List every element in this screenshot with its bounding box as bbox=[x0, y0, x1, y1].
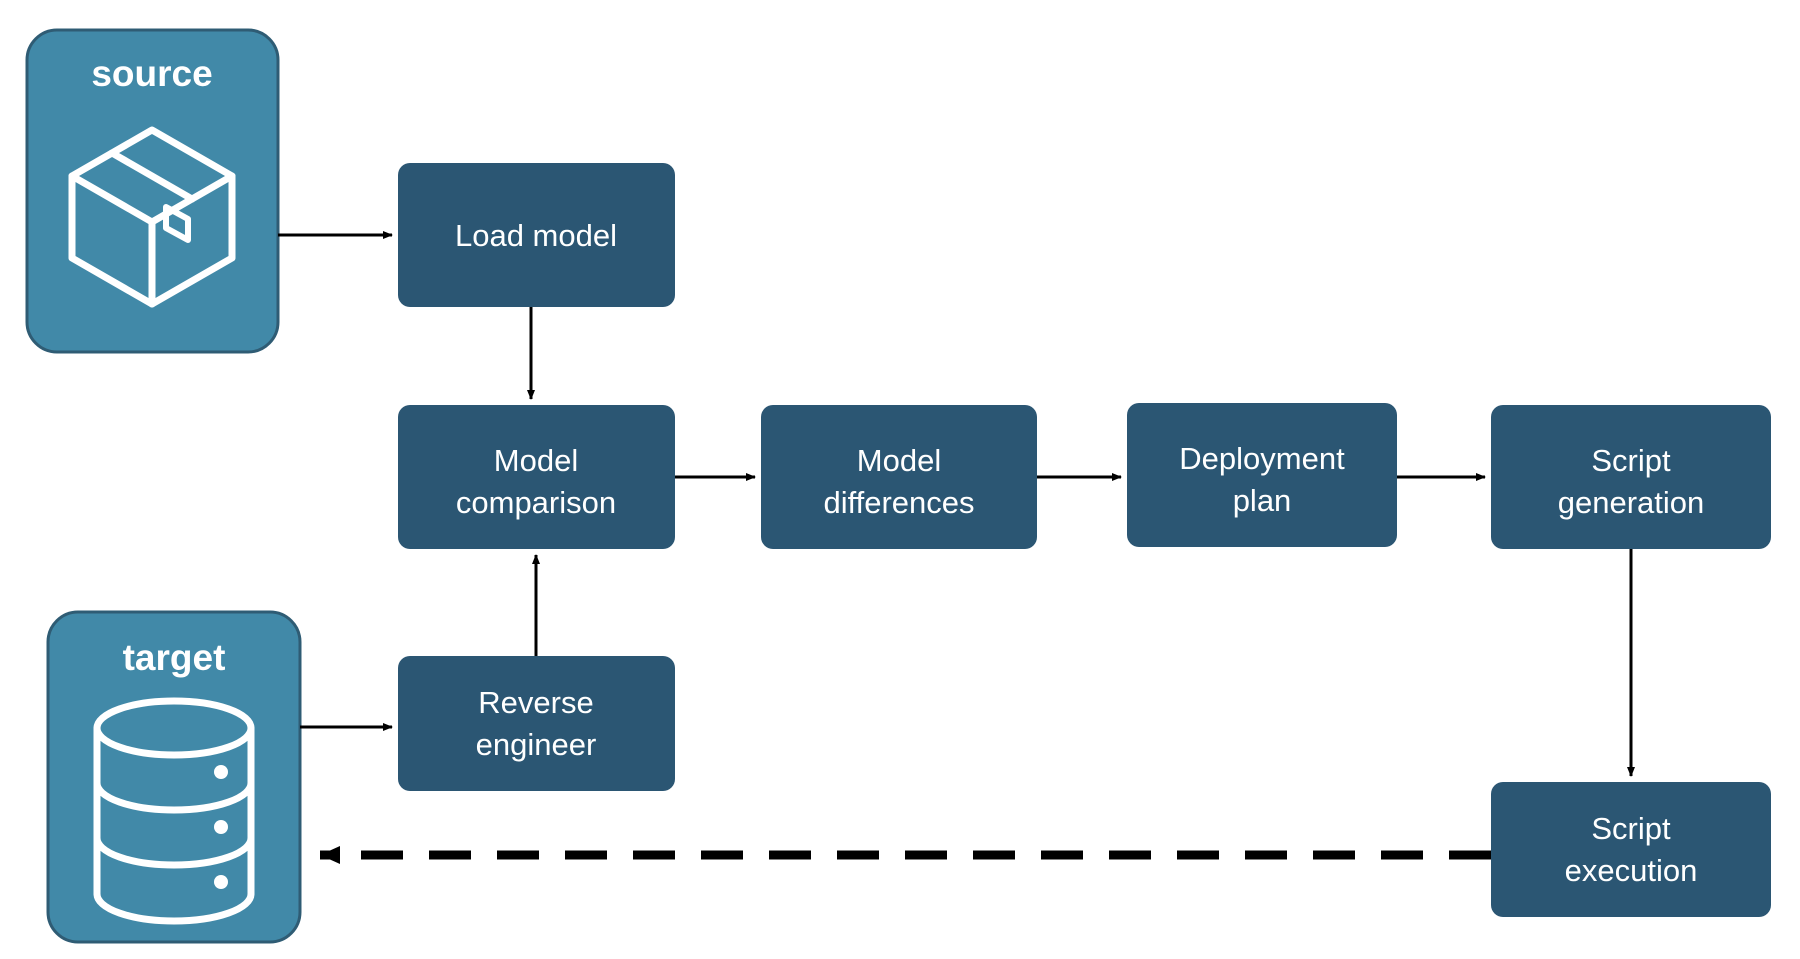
deployment-plan-label-line1: Deployment bbox=[1179, 441, 1345, 476]
script-execution-label-line2: execution bbox=[1565, 853, 1698, 888]
process-script-execution[interactable]: Script execution bbox=[1491, 782, 1771, 917]
target-card-shape bbox=[46, 610, 302, 944]
script-generation-label-line2: generation bbox=[1558, 485, 1705, 520]
deployment-plan-label-line2: plan bbox=[1233, 483, 1292, 518]
reverse-engineer-label-line2: engineer bbox=[476, 727, 597, 762]
endpoint-target[interactable]: target bbox=[46, 610, 302, 944]
source-label: source bbox=[91, 53, 212, 94]
reverse-engineer-shape bbox=[398, 656, 675, 791]
deployment-plan-shape bbox=[1127, 403, 1397, 547]
model-comparison-shape bbox=[398, 405, 675, 549]
script-execution-shape bbox=[1491, 782, 1771, 917]
package-box-icon bbox=[68, 126, 236, 308]
database-cylinder-icon bbox=[93, 697, 255, 925]
process-reverse-engineer[interactable]: Reverse engineer bbox=[398, 656, 675, 791]
endpoint-source[interactable]: source bbox=[25, 28, 280, 354]
script-generation-label-line1: Script bbox=[1591, 443, 1671, 478]
target-label: target bbox=[123, 637, 226, 678]
model-differences-shape bbox=[761, 405, 1037, 549]
model-comparison-label-line1: Model bbox=[494, 443, 578, 478]
model-differences-label-line1: Model bbox=[857, 443, 941, 478]
process-script-generation[interactable]: Script generation bbox=[1491, 405, 1771, 549]
load-model-label: Load model bbox=[455, 218, 617, 253]
process-load-model[interactable]: Load model bbox=[398, 163, 675, 307]
script-generation-shape bbox=[1491, 405, 1771, 549]
process-model-differences[interactable]: Model differences bbox=[761, 405, 1037, 549]
model-comparison-label-line2: comparison bbox=[456, 485, 616, 520]
process-model-comparison[interactable]: Model comparison bbox=[398, 405, 675, 549]
model-differences-label-line2: differences bbox=[823, 485, 974, 520]
load-model-shape bbox=[398, 163, 675, 307]
process-deployment-plan[interactable]: Deployment plan bbox=[1127, 403, 1397, 547]
script-execution-label-line1: Script bbox=[1591, 811, 1671, 846]
reverse-engineer-label-line1: Reverse bbox=[478, 685, 593, 720]
